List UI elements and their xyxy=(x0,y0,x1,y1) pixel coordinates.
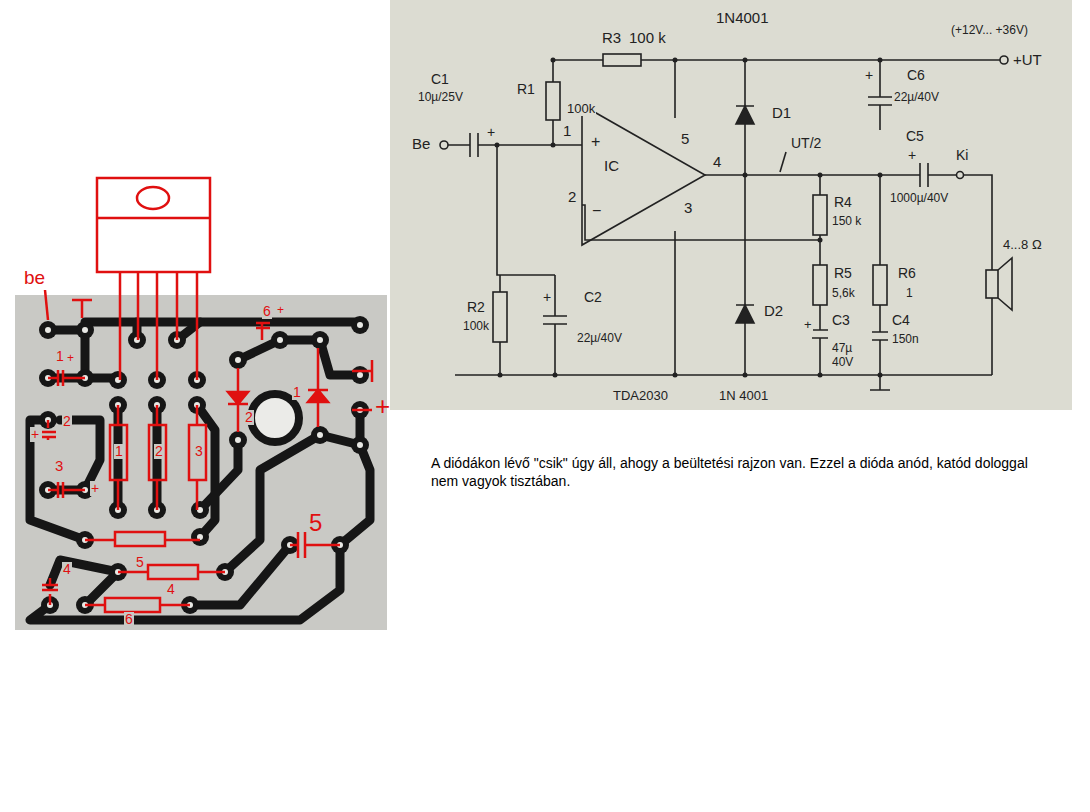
component-label: 1 xyxy=(562,123,572,140)
pcb-pads xyxy=(39,316,369,614)
pcb-label: 5 xyxy=(308,510,323,536)
component-label: 1 xyxy=(905,287,914,300)
component-label: 22µ/40V xyxy=(576,332,623,345)
component-label: D1 xyxy=(771,105,792,122)
component-label: C3 xyxy=(831,313,851,328)
component-label: D2 xyxy=(763,303,784,320)
pcb-label: 1 xyxy=(55,349,65,364)
component-label: Be xyxy=(411,136,431,153)
component-label: + xyxy=(486,125,496,140)
component-label: R1 xyxy=(516,82,536,97)
junction-dots xyxy=(495,58,883,378)
pcb-traces xyxy=(30,322,370,620)
pcb-label: 1 xyxy=(114,444,124,459)
component-label: 10µ/25V xyxy=(417,91,464,104)
component-label: C1 xyxy=(430,72,450,87)
component-label: + xyxy=(542,290,552,305)
component-label: UT/2 xyxy=(790,136,822,151)
component-label: (+12V... +36V) xyxy=(950,24,1029,37)
pcb-label: 3 xyxy=(194,444,204,459)
ic-package xyxy=(97,178,210,272)
opamp-block: IC xyxy=(604,158,619,175)
component-label: C2 xyxy=(583,290,603,305)
pcb-label: + xyxy=(30,427,40,442)
pcb-label: be xyxy=(23,268,46,289)
component-label: R5 xyxy=(833,266,853,281)
component-label: 1N 4001 xyxy=(718,389,769,403)
component-label: +UT xyxy=(1012,52,1043,69)
component-label: 1N4001 xyxy=(715,10,770,27)
schematic-wires xyxy=(440,54,1012,390)
component-label: C5 xyxy=(905,129,925,144)
component-label: + xyxy=(864,68,874,83)
pcb-label: 4 xyxy=(166,582,176,597)
component-label: + xyxy=(590,133,601,151)
red-overlay xyxy=(42,178,372,612)
node-text: IC xyxy=(604,158,619,175)
component-label: 150n xyxy=(891,333,920,346)
pcb-label: 5 xyxy=(135,555,145,570)
component-label: + xyxy=(907,148,917,163)
component-label: 5 xyxy=(680,131,690,148)
pcb-ground xyxy=(15,295,387,630)
component-label: 100k xyxy=(566,102,596,116)
component-label: C6 xyxy=(906,68,926,83)
pcb-label: 2 xyxy=(244,410,254,425)
component-label: R3 xyxy=(601,30,622,47)
component-label: Ki xyxy=(955,148,969,163)
component-label: 1000µ/40V xyxy=(889,192,949,205)
component-label: 3 xyxy=(683,200,693,217)
component-label: 47µ xyxy=(831,342,853,355)
note-text: A diódákon lévő "csik" úgy áll, ahogy a … xyxy=(430,455,1052,490)
component-label: 5,6k xyxy=(831,287,856,300)
pcb-label: 6 xyxy=(262,304,272,319)
component-label: C4 xyxy=(891,313,911,328)
component-label: − xyxy=(591,202,602,220)
component-label: 40V xyxy=(831,356,854,369)
component-label: R2 xyxy=(466,300,486,315)
schematic-ground xyxy=(390,0,1072,410)
pcb-label: + xyxy=(90,481,100,496)
pcb-label: + xyxy=(66,352,75,365)
component-label: 4 xyxy=(712,154,722,171)
component-label: R4 xyxy=(833,195,853,210)
component-label: 100k xyxy=(462,320,490,333)
pad-holes xyxy=(45,322,363,608)
component-label: TDA2030 xyxy=(612,389,669,403)
pcb-label: + xyxy=(276,304,285,317)
pcb-label: 3 xyxy=(54,458,64,475)
component-label: 100 k xyxy=(628,30,667,47)
component-label: 22µ/40V xyxy=(893,91,940,104)
mounting-hole xyxy=(251,394,299,442)
component-label: R6 xyxy=(897,266,917,281)
component-label: + xyxy=(803,318,813,332)
pcb-label: 1 xyxy=(292,385,302,400)
component-label: 150 k xyxy=(831,215,862,228)
pcb-label: 2 xyxy=(62,414,72,429)
pcb-label: + xyxy=(374,392,391,421)
pcb-label: 2 xyxy=(154,444,164,459)
pcb-label: 4 xyxy=(62,562,72,577)
pcb-label: 6 xyxy=(124,612,134,627)
component-label: 2 xyxy=(567,189,577,206)
component-label: 4...8 Ω xyxy=(1002,238,1043,252)
